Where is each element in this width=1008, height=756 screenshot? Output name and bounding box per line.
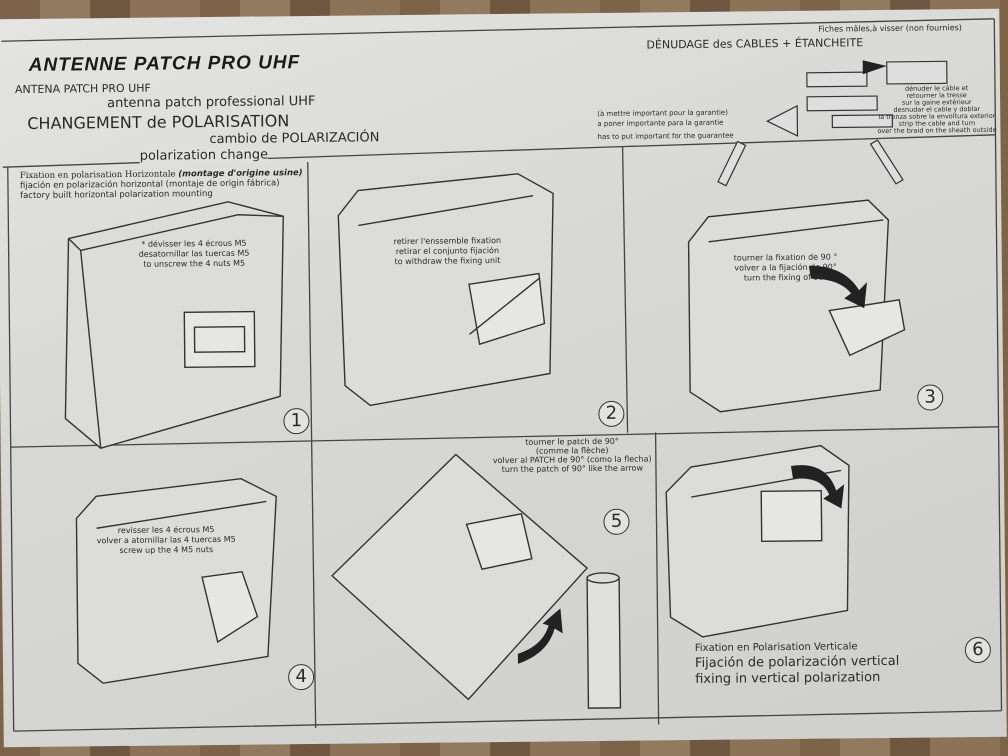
step-number-2: 2 bbox=[598, 400, 625, 427]
warranty-note: (à mettre important pour la garantie) a … bbox=[597, 108, 734, 142]
subtitle-es: ANTENA PATCH PRO UHF bbox=[14, 81, 151, 97]
step2-note: retirer l'enssemble fixation retirar el … bbox=[394, 236, 502, 267]
step1-heading-note: (montage d'origine usine) bbox=[178, 168, 303, 180]
instruction-sheet: ANTENNE PATCH PRO UHF ANTENA PATCH PRO U… bbox=[0, 8, 1007, 748]
connectors-note: Fiches mâles,à visser (non fournies) bbox=[818, 23, 962, 34]
step3-line: turn the fixing of 90° bbox=[743, 272, 828, 283]
antenna-drawing-6 bbox=[665, 444, 850, 638]
antenna-drawing-4 bbox=[75, 478, 277, 684]
cable-stripping-drawing bbox=[717, 60, 948, 187]
step5-note: tourner le patch de 90° (comme la flèche… bbox=[493, 436, 652, 474]
antenna-drawing-1 bbox=[64, 201, 285, 449]
antenna-drawing-3 bbox=[687, 199, 906, 413]
warranty-en: has to put important for the guarantee bbox=[597, 131, 734, 141]
step3-note: tourner la fixation de 90 ° volver a la … bbox=[734, 252, 838, 283]
strip-note: dénuder le câble et retourner la tresse … bbox=[877, 84, 997, 136]
change-fr: CHANGEMENT de POLARISATION bbox=[27, 111, 290, 133]
step4-note: revisser les 4 écrous M5 volver a atorni… bbox=[97, 525, 236, 556]
step-number-4: 4 bbox=[287, 663, 315, 691]
step-number-3: 3 bbox=[917, 384, 944, 411]
cables-title: DÉNUDAGE des CABLES + ÉTANCHEITE bbox=[646, 36, 864, 52]
step1-heading: Fixation en polarisation Horizontale (mo… bbox=[20, 168, 303, 201]
change-en: polarization change bbox=[139, 147, 269, 164]
step6-note: Fixation en Polarisation Verticale Fijac… bbox=[695, 640, 900, 688]
step5-line: turn the patch of 90° like the arrow bbox=[501, 463, 644, 475]
strip-en-1: over the braid on the sheath outside bbox=[877, 125, 997, 136]
rotate-arrow-5 bbox=[517, 608, 563, 664]
step1-line: to unscrew the 4 nuts M5 bbox=[143, 258, 246, 269]
warranty-es: a poner importante para la garantie bbox=[597, 118, 724, 128]
step-number-1: 1 bbox=[283, 408, 310, 435]
sheet-drawings bbox=[1, 18, 1003, 732]
antenna-drawing-5 bbox=[331, 453, 622, 709]
step4-line: screw up the 4 M5 nuts bbox=[119, 545, 214, 556]
change-es: cambio de POLARIZACIÓN bbox=[209, 130, 380, 148]
arrow-right-icon bbox=[862, 60, 887, 75]
step-number-6: 6 bbox=[964, 636, 992, 664]
rotate-arrow-6 bbox=[790, 465, 845, 509]
step2-line: to withdraw the fixing unit bbox=[394, 256, 501, 267]
subtitle-en: antenna patch professional UHF bbox=[107, 93, 316, 112]
antenna-drawing-2 bbox=[337, 173, 554, 407]
step1-note: * dévisser les 4 écrous M5 desatornillar… bbox=[139, 239, 250, 270]
document-title: ANTENNE PATCH PRO UHF bbox=[28, 52, 301, 76]
step-number-5: 5 bbox=[603, 508, 630, 535]
step6-line: fixing in vertical polarization bbox=[695, 670, 881, 687]
rotate-arrow-3 bbox=[808, 265, 868, 309]
